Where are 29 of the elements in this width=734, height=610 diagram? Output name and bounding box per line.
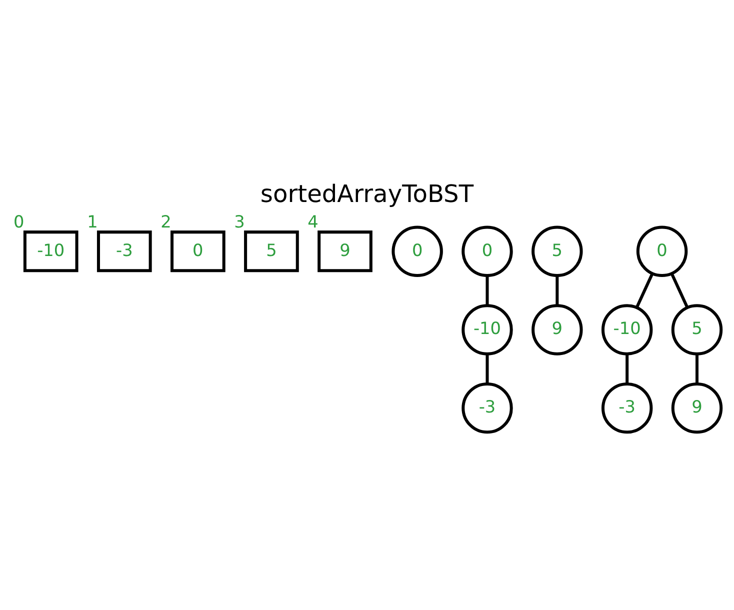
node-label: 2 (160, 211, 172, 232)
node-label: 3 (234, 211, 245, 232)
node-circle: -10 (601, 304, 653, 356)
node-box: 0 (170, 230, 226, 272)
node-box: -10 (23, 230, 78, 272)
node-circle: 9 (671, 382, 723, 434)
connector (670, 273, 689, 308)
node-label: 4 (308, 211, 318, 232)
connector (486, 354, 489, 384)
node-box: 5 (244, 230, 299, 272)
node-circle: 0 (392, 226, 443, 277)
connector (626, 354, 629, 384)
node-box: -3 (96, 230, 152, 272)
connector (556, 276, 559, 306)
node-label: 0 (14, 211, 24, 232)
node-circle: 0 (462, 226, 513, 277)
diagram-title: sortedArrayToBST (260, 180, 474, 208)
node-label: 1 (87, 211, 98, 232)
connector (696, 354, 698, 384)
connector (635, 273, 654, 308)
node-circle: 9 (532, 304, 583, 356)
node-circle: 5 (532, 226, 583, 277)
node-circle: 0 (636, 226, 688, 277)
node-circle: 5 (671, 304, 723, 356)
connector (486, 276, 489, 306)
node-circle: -3 (462, 382, 513, 434)
node-box: 9 (318, 230, 372, 272)
node-circle: -10 (462, 304, 513, 356)
node-circle: -3 (601, 382, 653, 434)
